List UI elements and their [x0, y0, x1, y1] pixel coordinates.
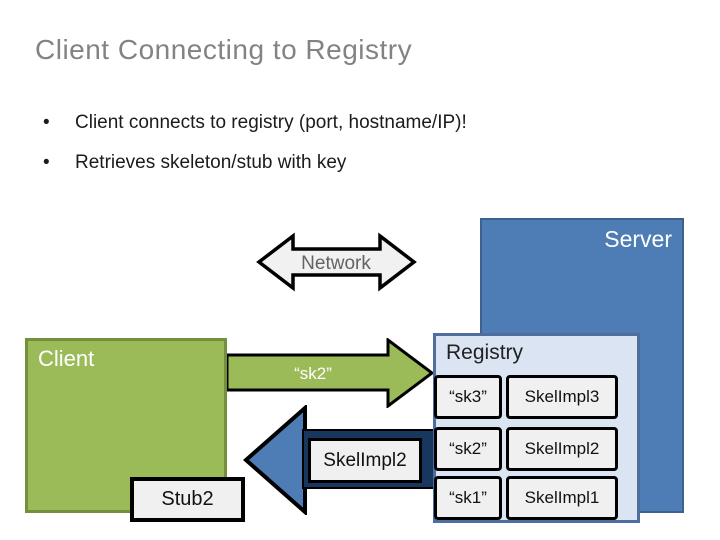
response-label-box: SkelImpl2 — [308, 438, 422, 483]
server-label: Server — [604, 226, 672, 252]
bullet-list: Client connects to registry (port, hostn… — [43, 103, 467, 183]
slide-title: Client Connecting to Registry — [35, 34, 413, 65]
response-label: SkelImpl2 — [323, 449, 407, 471]
network-arrow-icon: Network — [256, 232, 417, 292]
request-arrow-icon: “sk2” — [227, 338, 435, 408]
bullet-item: Client connects to registry (port, hostn… — [43, 103, 467, 143]
registry-value-cell: SkelImpl2 — [506, 427, 618, 471]
registry-key-cell: “sk1” — [434, 476, 502, 520]
request-arrow-label: “sk2” — [294, 364, 332, 383]
registry-key-cell: “sk3” — [434, 375, 502, 419]
stub-label: Stub2 — [161, 488, 214, 510]
stub-box: Stub2 — [130, 477, 245, 522]
registry-value-cell: SkelImpl3 — [506, 375, 618, 419]
client-label: Client — [38, 346, 95, 371]
registry-title: Registry — [446, 341, 524, 364]
registry-row: “sk1” SkelImpl1 — [434, 476, 618, 520]
registry-value-cell: SkelImpl1 — [506, 476, 618, 520]
registry-key-cell: “sk2” — [434, 427, 502, 471]
network-label: Network — [301, 253, 371, 274]
registry-panel: Registry “sk3” SkelImpl3 “sk2” SkelImpl2… — [433, 333, 640, 523]
registry-row: “sk2” SkelImpl2 — [434, 427, 618, 471]
bullet-item: Retrieves skeleton/stub with key — [43, 143, 467, 183]
registry-row: “sk3” SkelImpl3 — [434, 375, 618, 419]
